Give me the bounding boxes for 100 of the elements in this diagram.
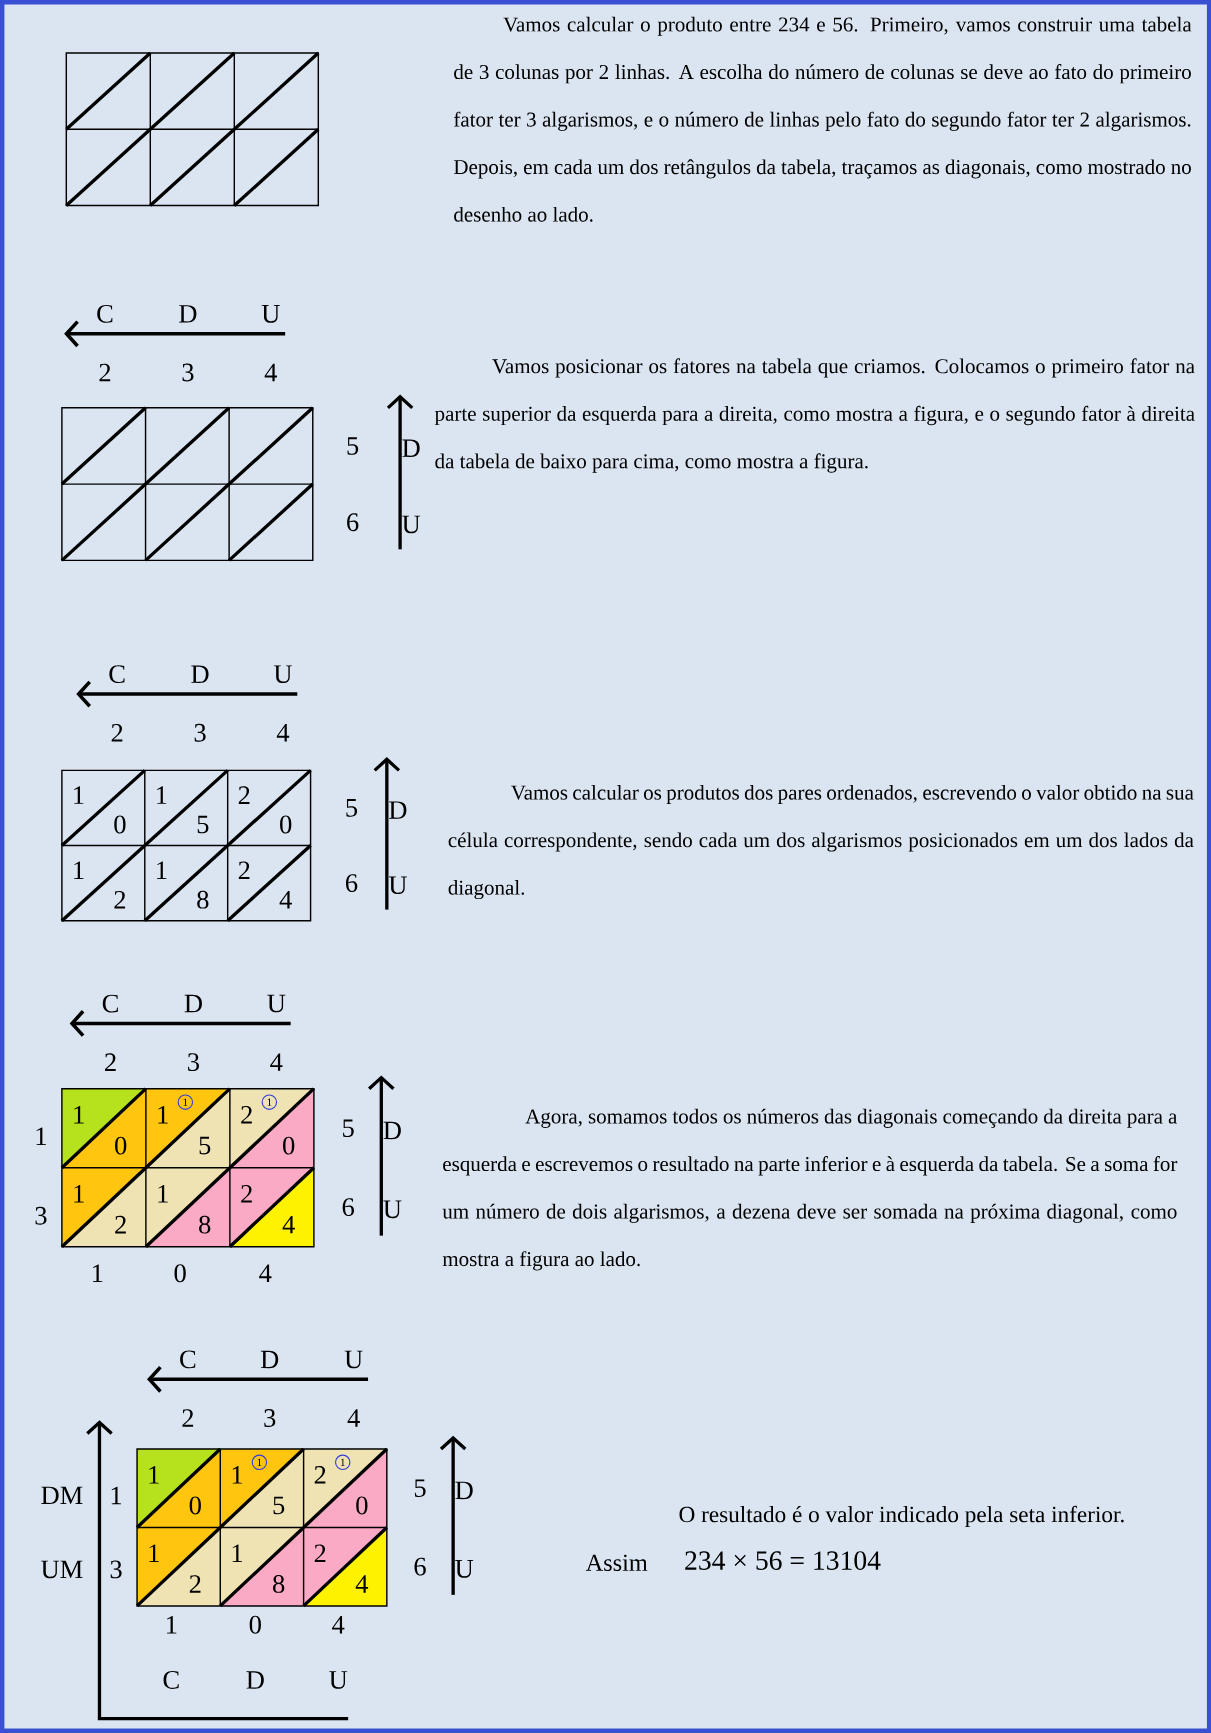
paragraph: Agora, somamos todos os números das diagonais começando da direita para a esquerda e escrevemos o resultado na parte inferior e à esquerda da tabela. Se a soma for um número de dois algarismos, a dezena deve ser somada na próxima diagonal, como mostra a figura ao lado.	[442, 1108, 1178, 1271]
digit: 3	[194, 723, 206, 742]
digit: 3	[110, 1560, 122, 1579]
place-value-letter: DM	[41, 1486, 83, 1505]
cell-digit: 2	[314, 1466, 326, 1484]
place-value-letter: D	[383, 1121, 401, 1140]
cell-digit: 1	[149, 1466, 159, 1484]
cell-digit: 8	[272, 1574, 285, 1593]
digit: 1	[36, 1127, 46, 1145]
cell-digit: 2	[241, 1105, 252, 1124]
place-value-letter: C	[102, 994, 118, 1013]
digit: 6	[342, 1198, 354, 1217]
digit: 4	[276, 724, 289, 742]
digit: 0	[174, 1264, 186, 1283]
digit: 5	[347, 437, 358, 455]
paragraph: Vamos calcular os produtos dos pares ordenados, escrevendo o valor obtido na sua célula correspondente, sendo cada um dos algarismos posicionados em um dos lados da diagonal.	[448, 784, 1194, 900]
cell-digit: 4	[282, 1215, 295, 1234]
digit: 2	[182, 1409, 193, 1427]
digit: 4	[331, 1616, 345, 1634]
place-value-letter: D	[178, 305, 197, 323]
cell-digit: 5	[197, 815, 209, 834]
cell-digit: 0	[114, 1136, 127, 1155]
cell-digit: 1	[156, 786, 167, 804]
digit: 3	[35, 1206, 47, 1225]
place-value-letter: C	[163, 1671, 179, 1689]
cell-digit: 8	[197, 890, 209, 909]
cell-digit: 0	[279, 815, 292, 834]
cell-digit: 1	[74, 786, 84, 804]
place-value-letter: U	[267, 994, 286, 1013]
cell-digit: 1	[74, 1185, 84, 1203]
digit: 5	[342, 1119, 354, 1138]
place-value-letter: U	[273, 665, 292, 683]
cell-digit: 5	[273, 1496, 285, 1515]
text: Assim	[585, 1554, 648, 1571]
cell-digit: 2	[189, 1575, 201, 1593]
digit: 3	[187, 1053, 199, 1072]
result-sentence: O resultado é o valor indicado pela seta inferior.	[679, 1505, 1124, 1528]
cell-digit: 8	[198, 1215, 211, 1234]
cell-digit: 1	[74, 1106, 84, 1124]
carry-digit: 1	[261, 1094, 277, 1110]
cell-digit: 2	[114, 890, 125, 909]
cell-digit: 2	[241, 1185, 252, 1203]
digit: 5	[414, 1479, 426, 1497]
carry-digit: 1	[177, 1094, 193, 1110]
place-value-letter: U	[388, 876, 407, 895]
cell-digit: 1	[149, 1544, 159, 1563]
cell-digit: 4	[279, 890, 292, 909]
cell-digit: 1	[158, 1106, 168, 1124]
cell-digit: 2	[115, 1215, 126, 1234]
cell-digit: 2	[238, 786, 250, 804]
digit: 4	[259, 1264, 272, 1282]
digit: 0	[249, 1615, 261, 1634]
cell-digit: 1	[74, 861, 84, 879]
place-value-letter: U	[401, 515, 420, 534]
place-value-letter: D	[260, 1350, 279, 1369]
place-value-letter: D	[246, 1671, 264, 1689]
digit: 3	[264, 1409, 276, 1427]
cell-digit: 0	[282, 1136, 295, 1155]
digit: 2	[111, 724, 123, 742]
place-value-letter: U	[344, 1350, 363, 1369]
place-value-letter: D	[191, 665, 209, 683]
place-value-letter: U	[455, 1560, 474, 1578]
place-value-letter: D	[184, 994, 202, 1013]
place-value-letter: C	[180, 1350, 196, 1369]
cell-digit: 5	[199, 1136, 211, 1155]
cell-digit: 1	[158, 1185, 168, 1203]
digit: 4	[264, 363, 277, 382]
cell-digit: 2	[238, 861, 250, 880]
digit: 6	[345, 874, 358, 892]
cell-digit: 0	[356, 1496, 368, 1515]
digit: 1	[111, 1486, 121, 1505]
carry-digit: 1	[251, 1454, 267, 1471]
digit: 1	[166, 1615, 177, 1634]
place-value-letter: D	[402, 439, 420, 457]
digit: 6	[414, 1557, 426, 1576]
place-value-letter: C	[97, 305, 113, 323]
digit: 2	[99, 363, 110, 382]
cell-digit: 0	[114, 815, 126, 834]
cell-digit: 1	[232, 1466, 242, 1484]
cell-digit: 0	[189, 1496, 201, 1515]
digit: 4	[270, 1053, 283, 1071]
digit: 6	[346, 513, 359, 532]
paragraph: Vamos calcular o produto entre 234 e 56. Primeiro, vamos construir uma tabela de 3 colunas por 2 linhas. A escolha do número de colunas se deve ao fato do primeiro fator ter 3 algarismos, e o número de linhas pelo fato do segundo fator ter 2 algarismos. Depois, em cada um dos retângulos da tabela, traçamos as diagonais, como mostrado no desenho ao lado.	[453, 16, 1192, 222]
digit: 2	[104, 1053, 116, 1071]
cell-digit: 4	[355, 1575, 368, 1593]
place-value-letter: U	[261, 305, 280, 323]
paragraph: Vamos posicionar os fatores na tabela que criamos. Colocamos o primeiro fator na parte superior da esquerda para a direita, como mostra a figura, e o segundo fator à direita da tabela de baixo para cima, como mostra a figura.	[434, 358, 1195, 473]
place-value-letter: U	[329, 1671, 348, 1689]
digit: 1	[92, 1264, 103, 1282]
place-value-letter: D	[388, 801, 407, 819]
digit: 5	[346, 799, 357, 817]
place-value-letter: U	[383, 1200, 402, 1219]
digit: 3	[182, 363, 194, 382]
cell-digit: 1	[156, 861, 167, 879]
cell-digit: 2	[314, 1544, 326, 1563]
carry-digit: 1	[334, 1454, 351, 1471]
equation: 234 × 56 = 13104	[685, 1551, 881, 1570]
place-value-letter: D	[455, 1481, 473, 1500]
cell-digit: 1	[232, 1544, 242, 1563]
place-value-letter: C	[109, 665, 125, 684]
